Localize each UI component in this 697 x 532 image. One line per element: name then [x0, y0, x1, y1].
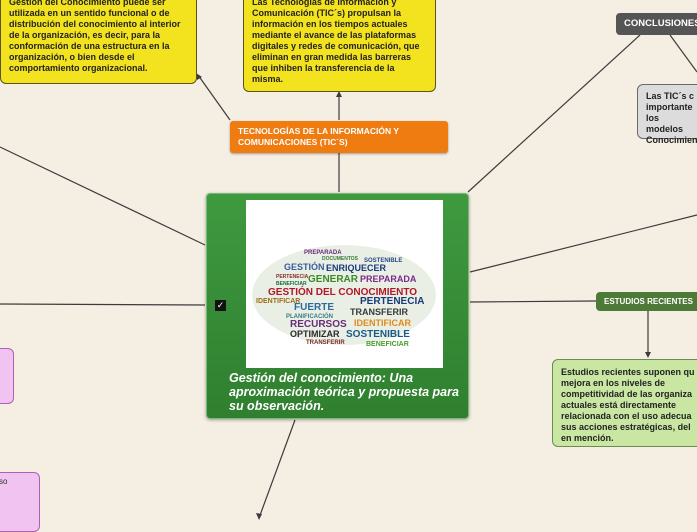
- checkbox-icon[interactable]: ✓: [215, 300, 226, 311]
- cloud-word: PREPARADA: [360, 274, 417, 284]
- link-to-left-upper: [0, 146, 206, 246]
- cloud-word: RECURSOS: [290, 319, 347, 330]
- arrow-estudios-note: [645, 352, 651, 358]
- tic-title-text: TECNOLOGÍAS DE LA INFORMACIÓN Y COMUNICA…: [238, 126, 399, 147]
- connector-lines: [0, 34, 697, 520]
- word-cloud-image: PREPARADA SOSTENIBLE DOCUMENTOS GESTIÓN …: [246, 200, 443, 368]
- estudios-title[interactable]: ESTUDIOS RECIENTES: [596, 292, 697, 311]
- conclusiones-note[interactable]: Las TIC´s c importante los modelos Conoc…: [637, 84, 697, 145]
- cloud-word: SOSTENIBLE: [364, 258, 402, 264]
- tic-note-text: Las Tecnologías de Información y Comunic…: [252, 0, 420, 84]
- conclusiones-title[interactable]: CONCLUSIONES: [616, 13, 697, 35]
- estudios-title-text: ESTUDIOS RECIENTES: [604, 297, 693, 306]
- link-to-left-middle: [0, 303, 206, 306]
- estudios-note-text: Estudios recientes suponen qu mejora en …: [561, 367, 695, 443]
- link-to-right: [469, 214, 697, 273]
- cloud-word: FUERTE: [294, 302, 334, 313]
- arrow-tic-note: [336, 91, 342, 97]
- link-to-gestion-note: [197, 74, 231, 121]
- cloud-word: TRANSFERIR: [306, 340, 345, 346]
- arrow-gestion-note: [196, 73, 202, 80]
- central-node[interactable]: ✓ PREPARADA SOSTENIBLE DOCUMENTOS GESTIÓ…: [206, 193, 469, 419]
- estudios-note[interactable]: Estudios recientes suponen qu mejora en …: [552, 359, 697, 447]
- cloud-word: BENEFICIAR: [276, 281, 307, 287]
- cloud-word: BENEFICIAR: [366, 341, 409, 348]
- conclusiones-title-text: CONCLUSIONES: [624, 18, 697, 29]
- cloud-word: PERTENECIA: [276, 274, 309, 280]
- cloud-word: TRANSFERIR: [350, 307, 408, 317]
- link-to-conclusiones: [467, 34, 641, 193]
- central-title: Gestión del conocimiento: Una aproximaci…: [229, 371, 459, 413]
- tic-title[interactable]: TECNOLOGÍAS DE LA INFORMACIÓN Y COMUNICA…: [230, 121, 448, 153]
- cloud-word: PERTENECIA: [360, 296, 424, 307]
- cloud-word: DOCUMENTOS: [322, 256, 359, 262]
- gestion-note[interactable]: Gestión del Conocimiento puede ser utili…: [0, 0, 197, 84]
- word-cloud-svg: PREPARADA SOSTENIBLE DOCUMENTOS GESTIÓN …: [252, 245, 436, 348]
- cloud-word: GESTIÓN: [284, 261, 325, 272]
- cloud-word: ENRIQUECER: [326, 263, 387, 273]
- cloud-word: PLANIFICACIÓN: [286, 312, 333, 320]
- link-conclusiones-note: [669, 34, 697, 73]
- link-to-bottom: [258, 419, 296, 519]
- gestion-note-text: Gestión del Conocimiento puede ser utili…: [9, 0, 181, 73]
- pink-node-bottom[interactable]: so: [0, 472, 40, 532]
- cloud-word: IDENTIFICAR: [256, 298, 300, 305]
- cloud-word: GENERAR: [308, 274, 359, 285]
- cloud-word: SOSTENIBLE: [346, 329, 410, 340]
- tic-note[interactable]: Las Tecnologías de Información y Comunic…: [243, 0, 436, 92]
- arrow-bottom: [256, 513, 262, 520]
- cloud-word: PREPARADA: [304, 250, 342, 256]
- conclusiones-note-text: Las TIC´s c importante los modelos Conoc…: [646, 91, 697, 145]
- pink-node-left[interactable]: [0, 348, 14, 404]
- link-to-estudios: [469, 300, 597, 303]
- cloud-word: IDENTIFICAR: [354, 318, 411, 328]
- cloud-word: OPTIMIZAR: [290, 329, 340, 339]
- cloud-word: GESTIÓN DEL CONOCIMIENTO: [268, 285, 417, 298]
- pink-node-bottom-text: so: [0, 477, 8, 486]
